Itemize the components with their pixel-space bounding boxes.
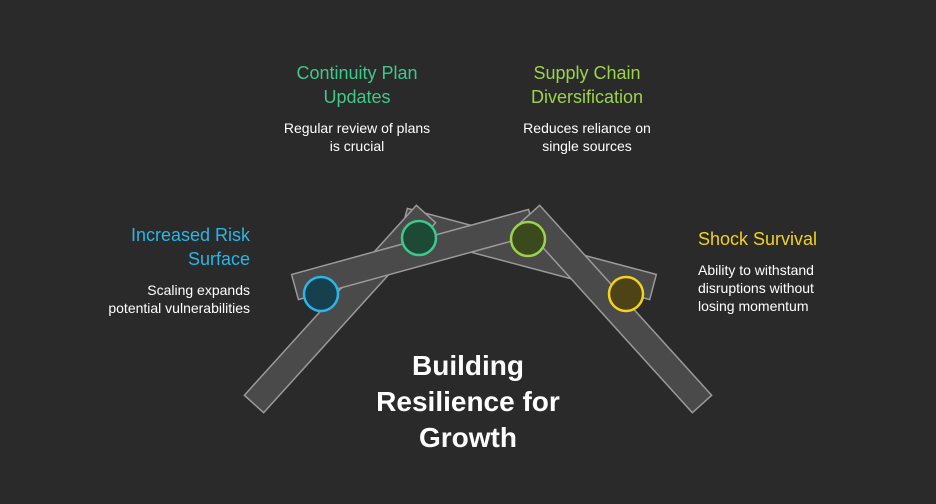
marker-continuity	[400, 219, 438, 257]
item-description-supply: Reduces reliance on single sources	[523, 120, 651, 154]
item-block-supply: Supply Chain Diversification Reduces rel…	[487, 61, 687, 155]
diagram-title: Building Resilience for Growth	[376, 350, 560, 453]
marker-supply	[509, 220, 547, 258]
marker-risk	[302, 275, 340, 313]
marker-shock	[607, 275, 645, 313]
item-heading-continuity: Continuity Plan Updates	[296, 63, 418, 107]
item-description-risk: Scaling expands potential vulnerabilitie…	[108, 282, 250, 316]
item-heading-shock: Shock Survival	[698, 229, 818, 249]
item-heading-risk: Increased Risk Surface	[130, 225, 250, 269]
item-description-continuity: Regular review of plans is crucial	[283, 120, 431, 154]
item-block-continuity: Continuity Plan Updates Regular review o…	[257, 61, 457, 155]
item-heading-supply: Supply Chain Diversification	[530, 63, 644, 107]
item-block-risk: Increased Risk Surface Scaling expands p…	[60, 223, 250, 317]
item-block-shock: Shock Survival Ability to withstand disr…	[698, 227, 898, 315]
item-description-shock: Ability to withstand disruptions without…	[698, 262, 814, 314]
